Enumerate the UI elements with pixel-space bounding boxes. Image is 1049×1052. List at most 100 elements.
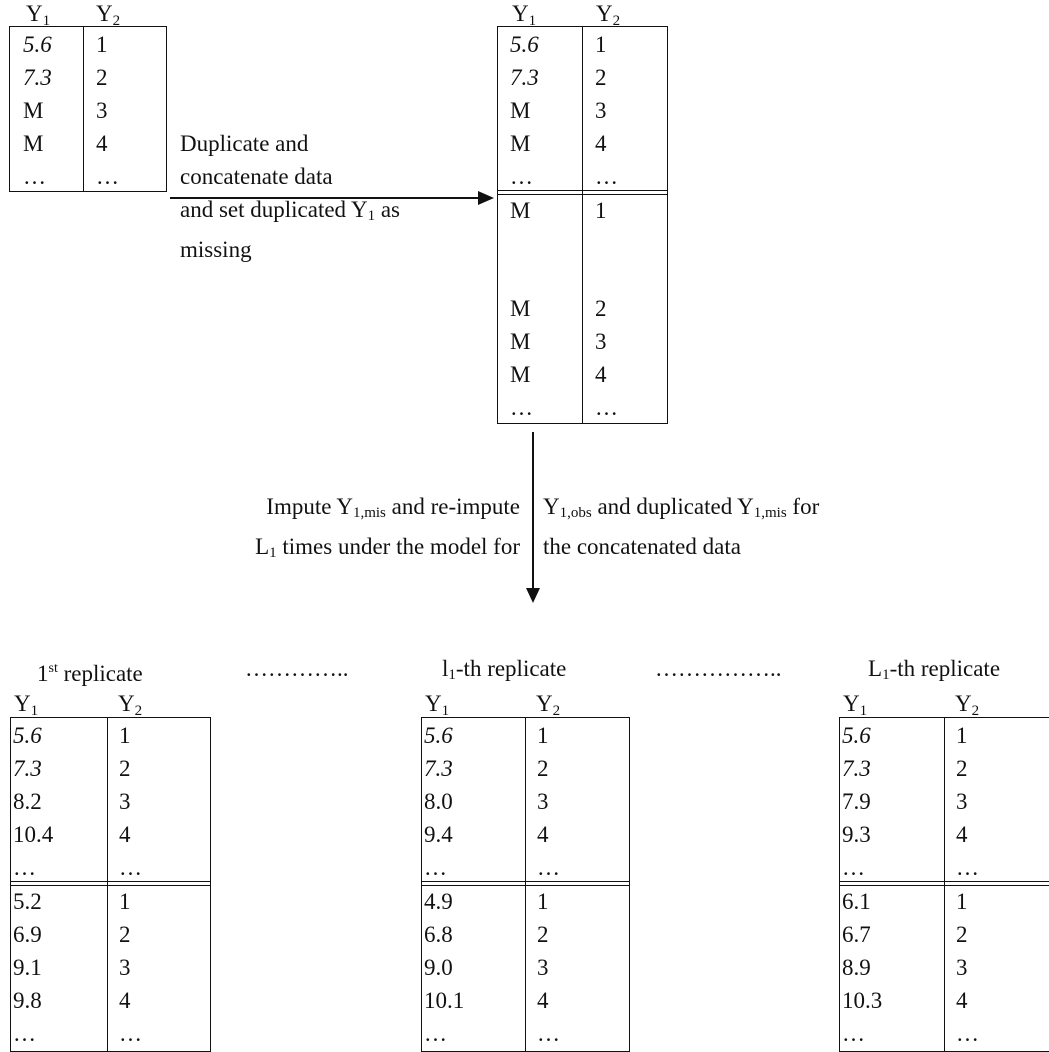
step1-line3: and set duplicated Y1 as [180, 197, 400, 224]
replicate-y2-header: Y2 [118, 691, 143, 719]
table-cell: 1 [956, 723, 968, 748]
concat-y1-header: Y1 [512, 1, 537, 29]
step1-line2: concatenate data [180, 164, 333, 189]
table-cell: 4 [537, 822, 549, 847]
table-cell: 10.4 [13, 822, 54, 847]
table-cell: … [956, 855, 979, 880]
replicate-title: 1st replicate [37, 661, 143, 686]
table-cell: 2 [956, 756, 968, 781]
table-cell: 4 [119, 988, 131, 1013]
table-cell: 4 [595, 362, 607, 387]
table-cell: 5.6 [424, 723, 453, 748]
replicate-y1-header: Y1 [843, 691, 868, 719]
orig-y2-header: Y2 [96, 1, 121, 29]
table-cell: … [119, 855, 142, 880]
table-cell: 9.1 [13, 955, 42, 980]
table-cell: … [23, 164, 46, 189]
table-cell: … [13, 1021, 36, 1046]
table-cell: … [510, 395, 533, 420]
table-cell: 5.6 [510, 32, 539, 57]
replicate-y2-header: Y2 [955, 691, 980, 719]
table-cell: 6.7 [842, 922, 871, 947]
table-cell: 4 [96, 131, 108, 156]
step1-line4: missing [180, 237, 252, 262]
step1-label: Duplicate and concatenate data and set d… [180, 127, 400, 266]
table-cell: … [424, 1021, 447, 1046]
table-cell: … [96, 164, 119, 189]
table-cell: 1 [537, 889, 549, 914]
table-cell: 2 [537, 756, 549, 781]
table-cell: M [510, 296, 531, 321]
table-cell: 3 [537, 789, 549, 814]
table-cell: 4 [537, 988, 549, 1013]
replicate-y1-header: Y1 [425, 691, 450, 719]
table-cell: 6.1 [842, 889, 871, 914]
step2-left-label: Impute Y1,mis and re-impute L1 times und… [255, 494, 520, 561]
table-cell: 2 [595, 65, 607, 90]
table-cell: 4 [956, 988, 968, 1013]
table-cell: 1 [595, 198, 607, 223]
table-cell: 2 [595, 296, 607, 321]
table-cell: 9.0 [424, 955, 453, 980]
table-cell: … [13, 855, 36, 880]
table-cell: 5.6 [23, 32, 52, 57]
replicate-title: L1-th replicate [868, 656, 1001, 683]
table-cell: 1 [956, 889, 968, 914]
table-cell: 9.3 [842, 822, 871, 847]
table-cell: … [424, 855, 447, 880]
table-cell: 4 [119, 822, 131, 847]
table-cell: M [510, 98, 531, 123]
table-cell: 1 [119, 889, 131, 914]
table-cell: 3 [537, 955, 549, 980]
table-cell: 3 [119, 955, 131, 980]
table-cell: 7.3 [842, 756, 871, 781]
table-cell: 9.4 [424, 822, 453, 847]
table-cell: 1 [595, 32, 607, 57]
table-cell: 1 [537, 723, 549, 748]
replicate-y2-header: Y2 [536, 691, 561, 719]
table-cell: 8.0 [424, 789, 453, 814]
table-cell: M [23, 98, 44, 123]
table-cell: 6.8 [424, 922, 453, 947]
table-cell: M [510, 131, 531, 156]
table-cell: 3 [595, 98, 607, 123]
table-cell: … [119, 1021, 142, 1046]
table-cell: … [595, 164, 618, 189]
table-cell: 2 [96, 65, 108, 90]
table-cell: 4.9 [424, 889, 453, 914]
table-cell: 8.2 [13, 789, 42, 814]
table-cell: 9.8 [13, 988, 42, 1013]
table-cell: 2 [119, 922, 131, 947]
table-cell: 5.6 [13, 723, 42, 748]
table-cell: 3 [595, 329, 607, 354]
table-cell: 4 [956, 822, 968, 847]
table-cell: M [510, 329, 531, 354]
replicates-ellipsis-1: ………….. [245, 656, 349, 681]
table-cell: … [956, 1021, 979, 1046]
table-cell: 7.3 [510, 65, 539, 90]
table-cell: 7.3 [23, 65, 52, 90]
concat-y2-header: Y2 [596, 1, 621, 29]
table-cell: 3 [956, 789, 968, 814]
table-cell: 4 [595, 131, 607, 156]
orig-y1-header: Y1 [26, 1, 51, 29]
step1-line1: Duplicate and [180, 131, 309, 156]
replicate-y1-header: Y1 [14, 691, 39, 719]
table-cell: 8.9 [842, 955, 871, 980]
table-cell: 3 [96, 98, 108, 123]
table-cell: 6.9 [13, 922, 42, 947]
table-cell: 2 [119, 756, 131, 781]
table-cell: … [842, 855, 865, 880]
table-cell: … [537, 855, 560, 880]
table-cell: 3 [119, 789, 131, 814]
arrow-impute [526, 432, 540, 603]
table-cell: … [537, 1021, 560, 1046]
step2-right-label: Y1,obs and duplicated Y1,mis for the con… [543, 494, 820, 559]
table-cell: … [595, 395, 618, 420]
